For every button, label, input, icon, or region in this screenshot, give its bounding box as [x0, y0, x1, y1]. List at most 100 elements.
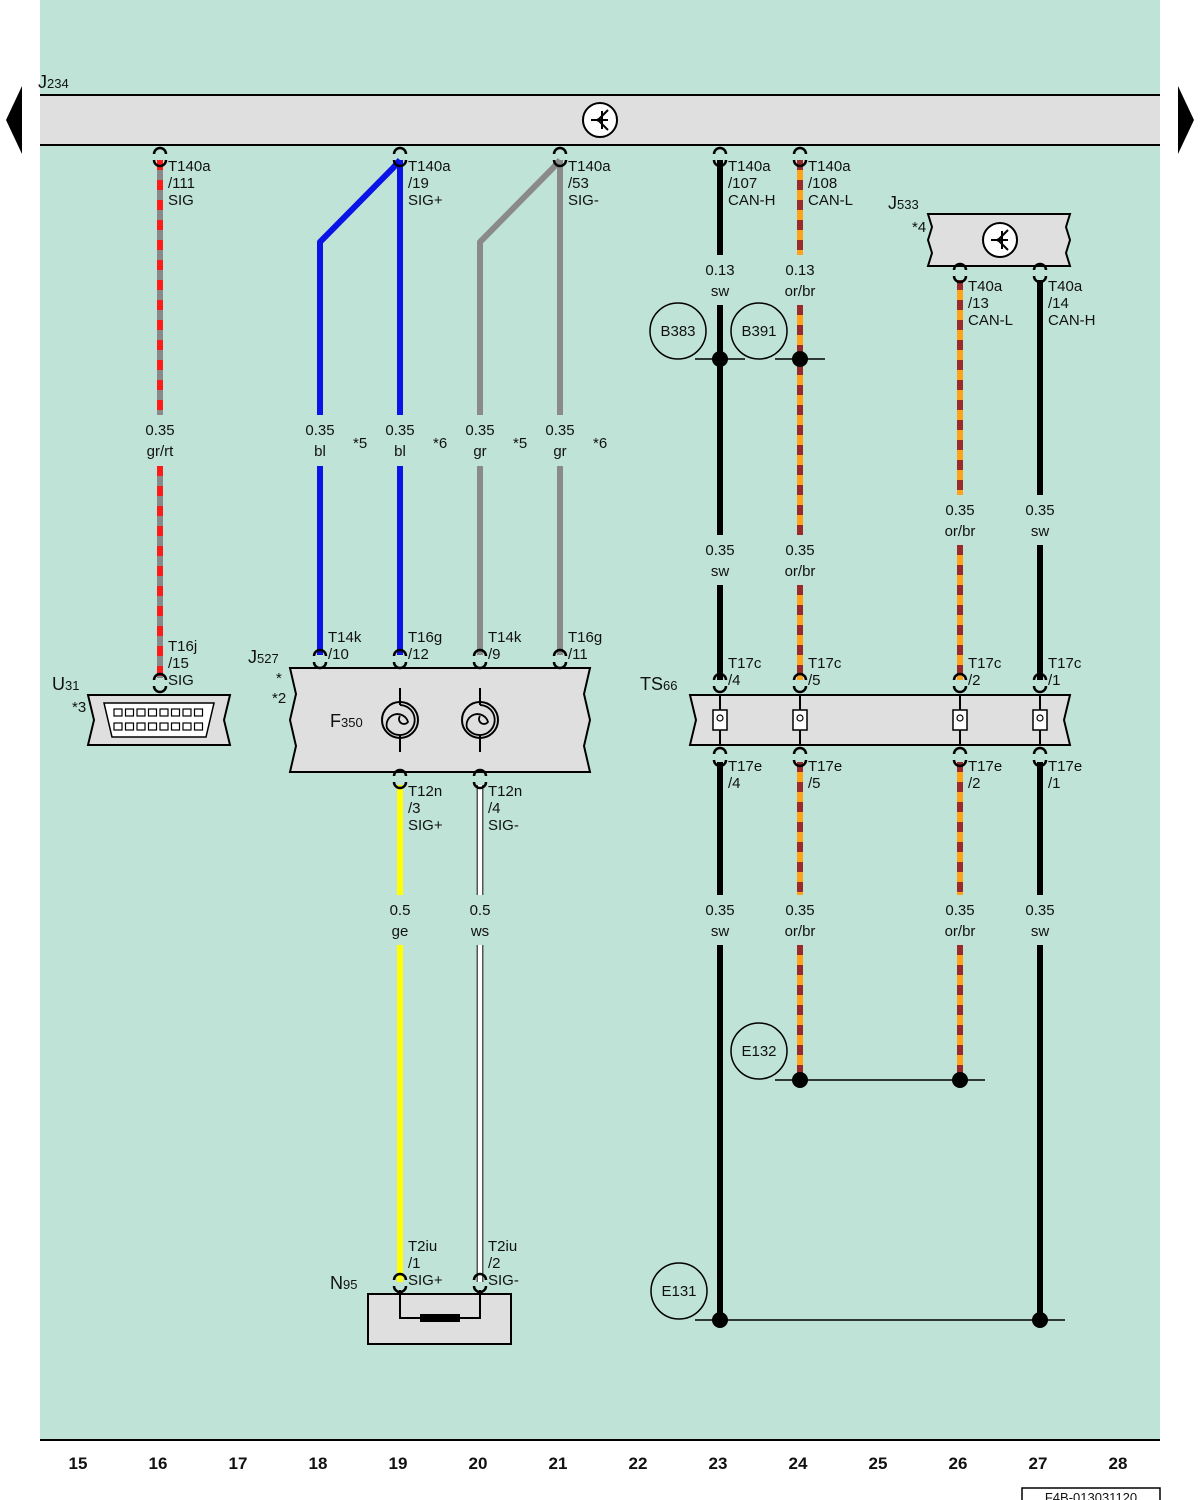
pin-label: T16g: [568, 629, 602, 646]
column-number: 20: [469, 1454, 488, 1473]
clockspring-spiral: [385, 704, 416, 736]
pin-marker: [1032, 672, 1048, 681]
pin-label: T17e: [808, 758, 842, 775]
j527-module: [288, 667, 592, 773]
pin-marker: [1032, 685, 1048, 694]
clockspring-spiral: [465, 704, 496, 736]
column-number: 23: [709, 1454, 728, 1473]
pin-label: T17e: [968, 758, 1002, 775]
component-label-f350: F350: [330, 711, 363, 731]
pin-marker: [152, 146, 168, 155]
pin-marker: [392, 1285, 408, 1294]
pin-marker: [712, 685, 728, 694]
component-note: *4: [912, 219, 926, 236]
wire-gauge: 0.35: [705, 542, 734, 559]
pin-marker: [392, 781, 408, 790]
pin-marker: [392, 146, 408, 155]
junction-dot: [1032, 1312, 1048, 1328]
component-label-j234: J234: [38, 72, 69, 92]
ts66-terminal: [952, 709, 968, 731]
junction-circle: [730, 1022, 788, 1080]
wire-color-code: sw: [711, 923, 730, 940]
pin-marker: [552, 146, 568, 155]
pin-label: T140a: [408, 158, 451, 175]
wire-color-code: gr/rt: [147, 443, 175, 460]
pin-signal-label: SIG-: [568, 192, 599, 209]
pin-label: /111: [168, 175, 195, 192]
pin-signal-label: SIG: [168, 192, 194, 209]
wire-note: *6: [593, 435, 607, 452]
pin-label: /4: [728, 775, 741, 792]
pin-label: T12n: [488, 783, 522, 800]
column-number: 26: [949, 1454, 968, 1473]
pin-label: T40a: [1048, 278, 1083, 295]
obd-pin: [136, 722, 146, 731]
pin-label: /2: [488, 1255, 501, 1272]
pin-label: T12n: [408, 783, 442, 800]
pin-label: /1: [408, 1255, 421, 1272]
wire-gauge: 0.35: [785, 542, 814, 559]
pin-label: T17c: [808, 655, 842, 672]
pin-label: T140a: [568, 158, 611, 175]
component-note: *2: [272, 690, 286, 707]
pin-label: /1: [1048, 775, 1061, 792]
wire-note: *6: [433, 435, 447, 452]
pin-label: T140a: [728, 158, 771, 175]
obd-pin: [182, 708, 192, 717]
pin-label: T17e: [728, 758, 762, 775]
junction-dot: [952, 1072, 968, 1088]
pin-marker: [472, 648, 488, 657]
prev-page-arrow[interactable]: [6, 86, 22, 154]
doc-id: F4B-013031120: [1045, 1490, 1137, 1500]
pin-label: T140a: [168, 158, 211, 175]
pin-marker: [792, 746, 808, 755]
pin-marker: [952, 672, 968, 681]
pin-marker: [472, 1272, 488, 1281]
pin-marker: [952, 746, 968, 755]
pin-marker: [392, 661, 408, 670]
pin-marker: [312, 661, 328, 670]
wire-gauge: 0.35: [145, 422, 174, 439]
obd-connector-icon: [103, 702, 215, 738]
pin-signal-label: CAN-L: [968, 312, 1013, 329]
obd-pin: [147, 722, 158, 731]
wire-color-code: bl: [314, 443, 326, 460]
wire-gauge: 0.5: [390, 902, 411, 919]
wire-note: *5: [513, 435, 527, 452]
modules-layer: [40, 94, 1161, 1500]
pin-marker: [792, 759, 808, 768]
ts66-terminal-hole: [956, 714, 964, 722]
pin-marker: [1032, 262, 1048, 271]
pin-marker: [952, 275, 968, 284]
pin-marker: [152, 685, 168, 694]
pin-marker: [472, 768, 488, 777]
column-number: 22: [629, 1454, 648, 1473]
wire-gauge: 0.35: [945, 502, 974, 519]
wire-color-code: sw: [711, 563, 730, 580]
pin-signal-label: CAN-H: [1048, 312, 1096, 329]
pin-label: T17c: [968, 655, 1002, 672]
column-number: 17: [229, 1454, 248, 1473]
pin-label: T17c: [728, 655, 762, 672]
pin-marker: [952, 262, 968, 271]
pin-marker: [712, 746, 728, 755]
wire-color-code: bl: [394, 443, 406, 460]
column-number: 21: [549, 1454, 568, 1473]
next-page-arrow[interactable]: [1178, 86, 1194, 154]
pin-label: /14: [1048, 295, 1069, 312]
pin-label: T16g: [408, 629, 442, 646]
pin-marker: [552, 661, 568, 670]
pin-label: T2iu: [408, 1238, 437, 1255]
pin-marker: [712, 759, 728, 768]
pin-label: /2: [968, 775, 981, 792]
can-bus-icon-line: [996, 238, 1009, 251]
pin-marker: [1032, 759, 1048, 768]
ts66-terminal: [712, 709, 728, 731]
pin-label: /15: [168, 655, 189, 672]
pin-marker: [392, 1272, 408, 1281]
pin-label: /9: [488, 646, 501, 663]
pin-label: T40a: [968, 278, 1003, 295]
pin-label: T17e: [1048, 758, 1082, 775]
wire-gauge: 0.35: [545, 422, 574, 439]
